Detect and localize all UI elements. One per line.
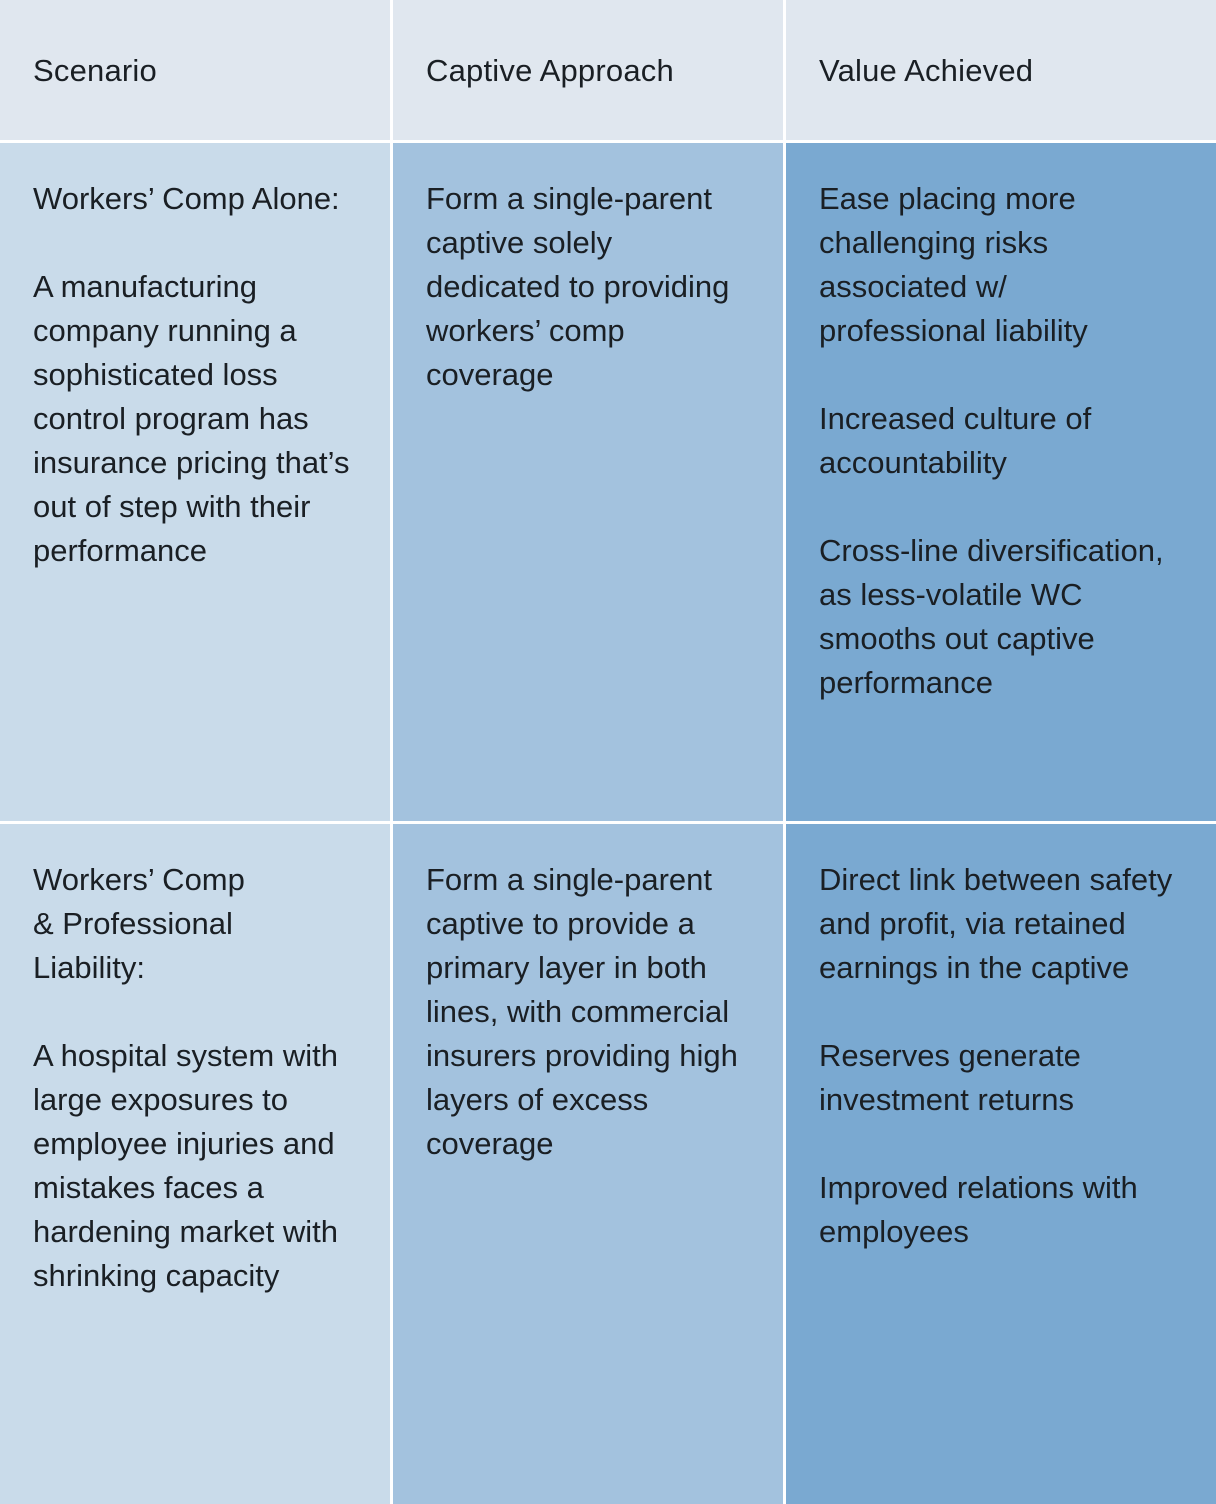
row2-approach-cell: Form a single-parent captive to provide … xyxy=(393,824,783,1504)
row1-value-cell: Ease placing more challenging risks asso… xyxy=(786,143,1216,821)
approach-text: Form a single-parent captive solely dedi… xyxy=(426,181,730,392)
approach-text: Form a single-parent captive to provide … xyxy=(426,862,738,1161)
value-item: Increased culture of accountability xyxy=(819,401,1092,480)
scenario-description: A hospital system with large exposures t… xyxy=(33,1038,338,1293)
scenario-title: Workers’ Comp & Professional Liability: xyxy=(33,862,245,985)
row2-value-cell: Direct link between safety and profit, v… xyxy=(786,824,1216,1504)
value-item: Cross-line diversification, as less-vola… xyxy=(819,533,1164,700)
header-value-achieved: Value Achieved xyxy=(786,0,1216,140)
header-label: Value Achieved xyxy=(819,53,1034,88)
header-label: Scenario xyxy=(33,53,157,88)
row1-approach-cell: Form a single-parent captive solely dedi… xyxy=(393,143,783,821)
value-item: Improved relations with employees xyxy=(819,1170,1138,1249)
value-item: Ease placing more challenging risks asso… xyxy=(819,181,1088,348)
value-item: Direct link between safety and profit, v… xyxy=(819,862,1173,985)
scenario-title: Workers’ Comp Alone: xyxy=(33,181,340,216)
scenario-description: A manufacturing company running a sophis… xyxy=(33,269,350,568)
header-label: Captive Approach xyxy=(426,53,674,88)
value-item: Reserves generate investment returns xyxy=(819,1038,1081,1117)
header-scenario: Scenario xyxy=(0,0,390,140)
header-captive-approach: Captive Approach xyxy=(393,0,783,140)
row1-scenario-cell: Workers’ Comp Alone: A manufacturing com… xyxy=(0,143,390,821)
row2-scenario-cell: Workers’ Comp & Professional Liability: … xyxy=(0,824,390,1504)
